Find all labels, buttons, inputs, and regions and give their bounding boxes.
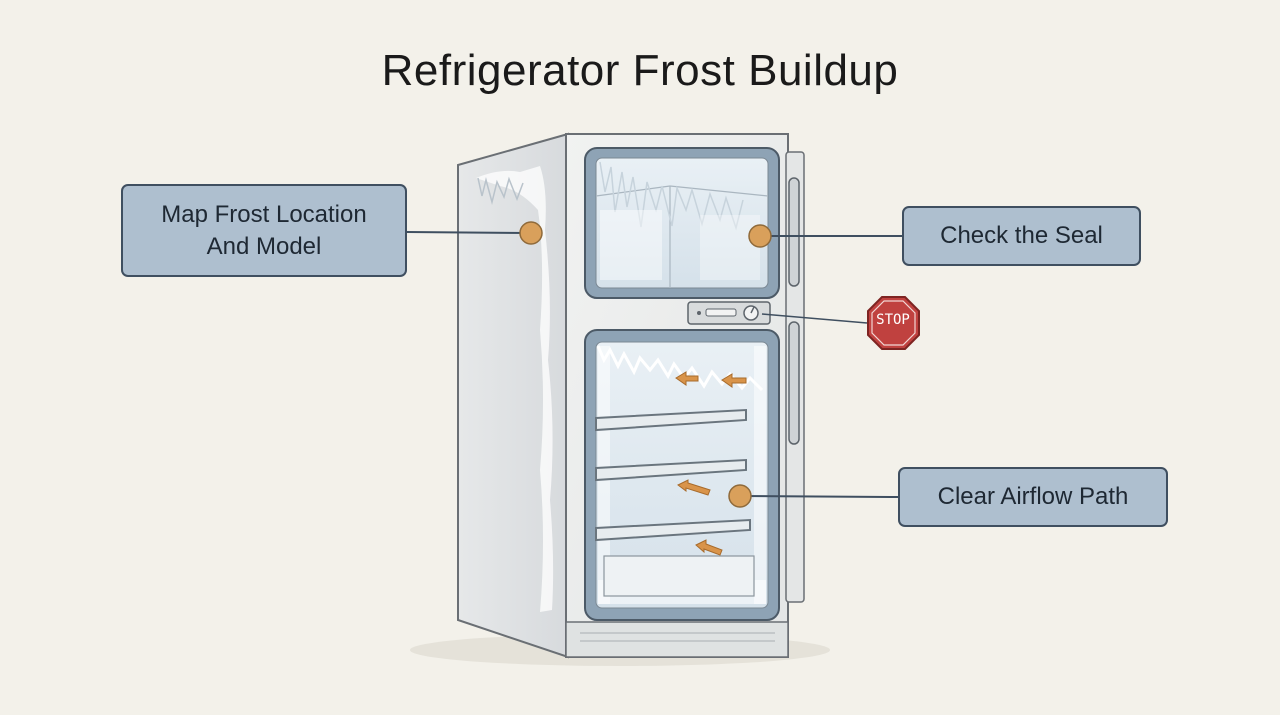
callout-leader-lines	[406, 231, 902, 498]
marker-seal	[748, 224, 772, 248]
fridge-handle	[788, 321, 800, 445]
kick-plate	[565, 621, 789, 658]
stop-sign	[867, 296, 920, 350]
freezer-icicles	[599, 161, 744, 231]
fridge-shelves	[595, 408, 751, 542]
side-icicles	[477, 176, 524, 205]
callout-clear-airflow: Clear Airflow Path	[898, 467, 1168, 527]
bottom-drawer	[603, 555, 755, 597]
side-frost	[476, 166, 554, 612]
marker-airflow	[728, 484, 752, 508]
callout-check-seal: Check the Seal	[902, 206, 1141, 266]
airflow-arrows	[675, 371, 747, 556]
stop-sign-label: STOP	[876, 312, 910, 328]
freezer-handle	[788, 177, 800, 287]
callout-map-frost-location: Map Frost Location And Model	[121, 184, 407, 277]
diagram-title: Refrigerator Frost Buildup	[381, 46, 899, 95]
marker-frost-location	[519, 221, 543, 245]
